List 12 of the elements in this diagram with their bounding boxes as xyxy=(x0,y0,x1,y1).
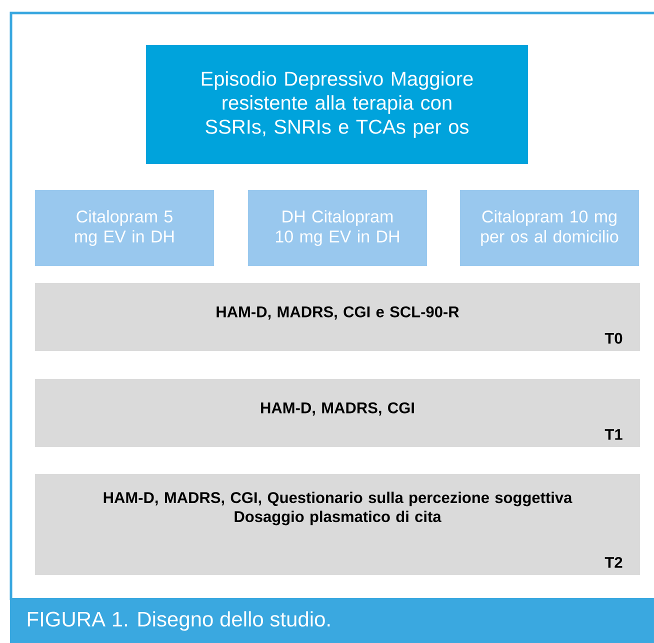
timepoint-label: T1 xyxy=(604,429,622,440)
title-box: Episodio Depressivo Maggiore resistente alla terapia con SSRIs, SNRIs e TCAs per os xyxy=(146,45,528,164)
caption-bar: FIGURA 1. Disegno dello studio. xyxy=(10,598,654,643)
treatment-box: Citalopram 10 mg per os al domicilio xyxy=(460,190,639,266)
assessment-text: Dosaggio plasmatico di cita xyxy=(234,510,442,526)
treatment-box: Citalopram 5 mg EV in DH xyxy=(35,190,214,266)
assessment-text: HAM-D, MADRS, CGI, Questionario sulla percezione soggettiva xyxy=(104,492,572,506)
treatment-box: DH Citalopram 10 mg EV in DH xyxy=(248,190,427,266)
timepoint-label: T0 xyxy=(604,332,622,344)
assessment-text: HAM-D, MADRS, CGI e SCL-90-R xyxy=(216,306,459,320)
timepoint-label: T2 xyxy=(604,556,622,568)
assessment-text: HAM-D, MADRS, CGI xyxy=(261,402,414,416)
